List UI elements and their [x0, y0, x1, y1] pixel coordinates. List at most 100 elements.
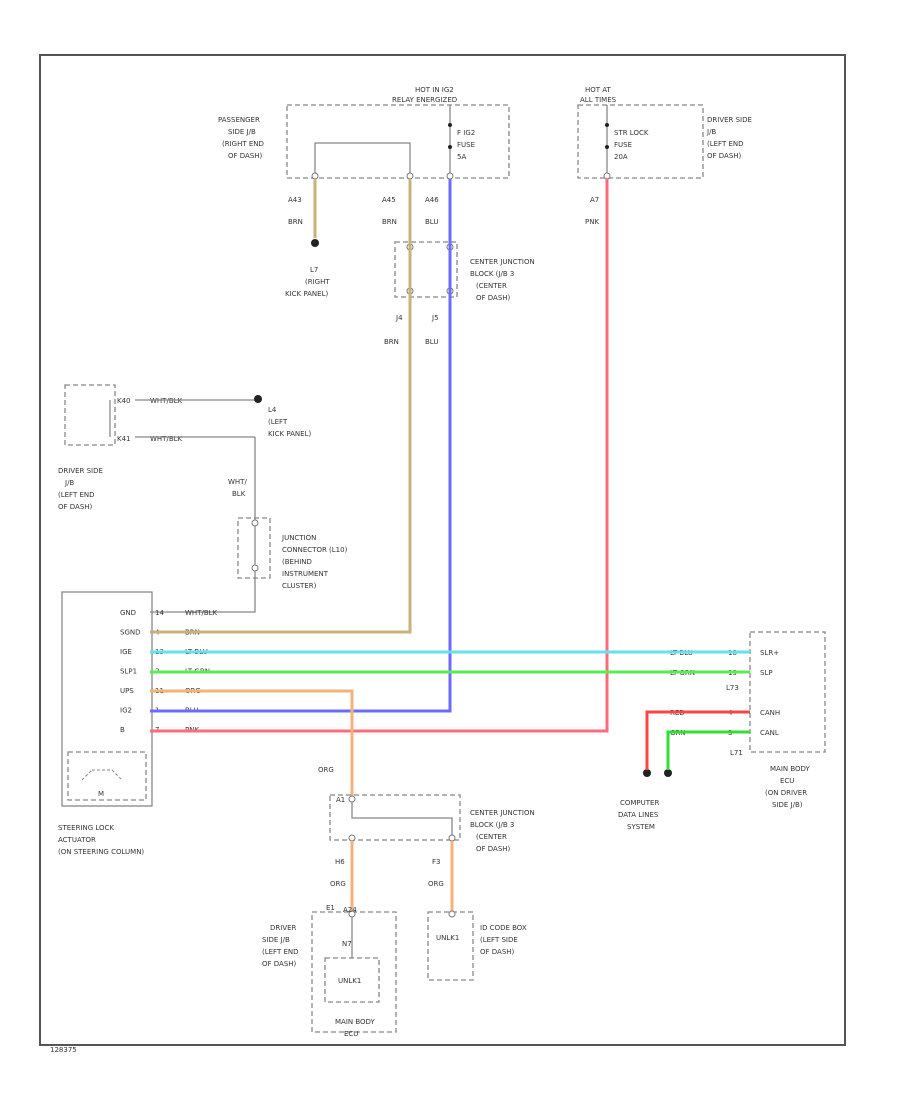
pin-e1-label: E1 — [326, 904, 335, 912]
pin-a7-terminal — [603, 172, 611, 180]
pin-a7-label: A7 — [590, 196, 599, 204]
junction-pin-bottom — [251, 564, 259, 572]
passenger-jb-box — [286, 104, 510, 179]
svg-text:ID CODE BOX: ID CODE BOX — [480, 924, 527, 932]
svg-text:STEERING LOCK: STEERING LOCK — [58, 824, 114, 832]
svg-text:J/B: J/B — [706, 128, 716, 136]
actuator-pin-name: UPS — [120, 687, 134, 695]
pin-k40-label: K40 — [117, 397, 131, 405]
svg-text:(CENTER: (CENTER — [476, 833, 507, 841]
pin-a43-label: A43 — [288, 196, 302, 204]
svg-text:KICK PANEL): KICK PANEL) — [268, 430, 311, 438]
actuator-pin-name: IGE — [120, 648, 132, 656]
svg-text:MAIN BODY: MAIN BODY — [770, 765, 811, 773]
actuator-pin-name: IG2 — [120, 707, 132, 715]
svg-text:(LEFT END: (LEFT END — [58, 491, 95, 499]
svg-text:(LEFT END: (LEFT END — [707, 140, 744, 148]
svg-text:DATA LINES: DATA LINES — [618, 811, 659, 819]
actuator-pin-name: SGND — [120, 629, 141, 637]
hot-ig2-label: HOT IN IG2 — [415, 86, 454, 94]
svg-text:SIDE J/B: SIDE J/B — [262, 936, 290, 944]
main-ecu-pin-name: SLP — [760, 669, 773, 677]
center-jb-bottom-pin-h6 — [348, 834, 356, 842]
driver-jb-top-label: DRIVER SIDE J/B (LEFT END OF DASH) — [706, 116, 752, 160]
junction-pin-top — [251, 519, 259, 527]
wire-red-canh — [645, 710, 750, 770]
main-ecu-pin-name: SLR+ — [760, 649, 779, 657]
hot-at-label: HOT AT — [585, 86, 612, 94]
svg-text:JUNCTION: JUNCTION — [281, 534, 316, 542]
pin-a45-label: A45 — [382, 196, 396, 204]
passenger-jb-label: PASSENGER SIDE J/B (RIGHT END OF DASH) — [218, 116, 264, 160]
center-jb-bottom-internal — [351, 802, 453, 838]
fuse-ig2-dot-top — [448, 123, 452, 127]
svg-text:F IG2: F IG2 — [457, 129, 475, 137]
pin-l73-label: L73 — [726, 684, 739, 692]
main-ecu-label: MAIN BODY ECU (ON DRIVER SIDE J/B) — [765, 765, 811, 809]
main-body-ecu-inner-box — [324, 957, 380, 1003]
pin-l71-label: L71 — [730, 749, 743, 757]
svg-text:PASSENGER: PASSENGER — [218, 116, 260, 124]
figure-id: 128375 — [50, 1046, 77, 1054]
actuator-motor-icon — [81, 769, 123, 781]
actuator-pin-number: 14 — [155, 609, 164, 617]
svg-text:OF DASH): OF DASH) — [480, 948, 515, 956]
computer-data-dot-2 — [664, 769, 672, 777]
wire-brn-label-l7: BRN — [288, 218, 303, 226]
svg-text:STR LOCK: STR LOCK — [614, 129, 649, 137]
svg-text:OF DASH): OF DASH) — [58, 503, 93, 511]
passenger-jb-internal-wire — [314, 142, 411, 176]
svg-text:(CENTER: (CENTER — [476, 282, 507, 290]
wire-blu-ig2 — [150, 179, 452, 713]
driver-jb-left-label: DRIVER SIDE J/B (LEFT END OF DASH) — [58, 467, 103, 511]
center-jb-top-label: CENTER JUNCTION BLOCK (J/B 3 (CENTER OF … — [470, 258, 535, 302]
wire-org-ups — [150, 689, 354, 797]
computer-data-dot-1 — [643, 769, 651, 777]
wire-brn-label-a45: BRN — [382, 218, 397, 226]
svg-text:(LEFT END: (LEFT END — [262, 948, 299, 956]
fuse-strlock-dot-top — [605, 123, 609, 127]
wire-org-label-h6: ORG — [330, 880, 346, 888]
wire-brn-label-j4: BRN — [384, 338, 399, 346]
id-code-box-label: ID CODE BOX (LEFT SIDE OF DASH) — [480, 924, 527, 956]
svg-text:5A: 5A — [457, 153, 466, 161]
pin-a43-terminal — [311, 172, 319, 180]
hot-at-times-label: ALL TIMES — [580, 96, 617, 104]
svg-text:CONNECTOR (L10): CONNECTOR (L10) — [282, 546, 348, 554]
svg-text:(BEHIND: (BEHIND — [282, 558, 312, 566]
main-ecu-pin-name: CANL — [760, 729, 779, 737]
main-ecu-pin-name: CANH — [760, 709, 780, 717]
svg-text:OF DASH): OF DASH) — [476, 294, 511, 302]
svg-text:OF DASH): OF DASH) — [228, 152, 263, 160]
svg-text:SIDE J/B: SIDE J/B — [228, 128, 256, 136]
svg-text:CENTER JUNCTION: CENTER JUNCTION — [470, 809, 535, 817]
ground-l4-label: L4 (LEFT KICK PANEL) — [268, 406, 311, 438]
svg-text:(ON STEERING COLUMN): (ON STEERING COLUMN) — [58, 848, 144, 856]
junction-connector-box — [237, 517, 271, 579]
pin-id-terminal — [448, 910, 456, 918]
pin-j5-label: J5 — [431, 314, 439, 322]
svg-text:SIDE J/B): SIDE J/B) — [772, 801, 803, 809]
ground-l7-dot — [311, 239, 319, 247]
steering-lock-actuator-box — [61, 591, 153, 807]
svg-text:DRIVER SIDE: DRIVER SIDE — [707, 116, 752, 124]
fuse-ig2-dot-bottom — [448, 145, 452, 149]
wire-pnk-b — [150, 179, 609, 733]
pin-a1-label: A1 — [336, 796, 345, 804]
unlock1-label: UNLK1 — [338, 977, 361, 985]
driver-jb-top-box — [577, 104, 704, 179]
wire-grn-canl — [666, 730, 750, 770]
svg-text:CENTER JUNCTION: CENTER JUNCTION — [470, 258, 535, 266]
svg-text:BLOCK (J/B 3: BLOCK (J/B 3 — [470, 821, 514, 829]
svg-text:ACTUATOR: ACTUATOR — [58, 836, 96, 844]
hot-ig2-relay-label: RELAY ENERGIZED — [392, 96, 457, 104]
svg-text:(ON DRIVER: (ON DRIVER — [765, 789, 807, 797]
actuator-pin-name: GND — [120, 609, 136, 617]
actuator-pin-name: B — [120, 726, 125, 734]
actuator-pin-name: SLP1 — [120, 668, 137, 676]
computer-data-lines-label: COMPUTER DATA LINES SYSTEM — [618, 799, 659, 831]
center-jb-top-box — [394, 241, 458, 298]
svg-text:MAIN BODY: MAIN BODY — [335, 1018, 376, 1026]
wire-blk-label: BLK — [232, 490, 246, 498]
